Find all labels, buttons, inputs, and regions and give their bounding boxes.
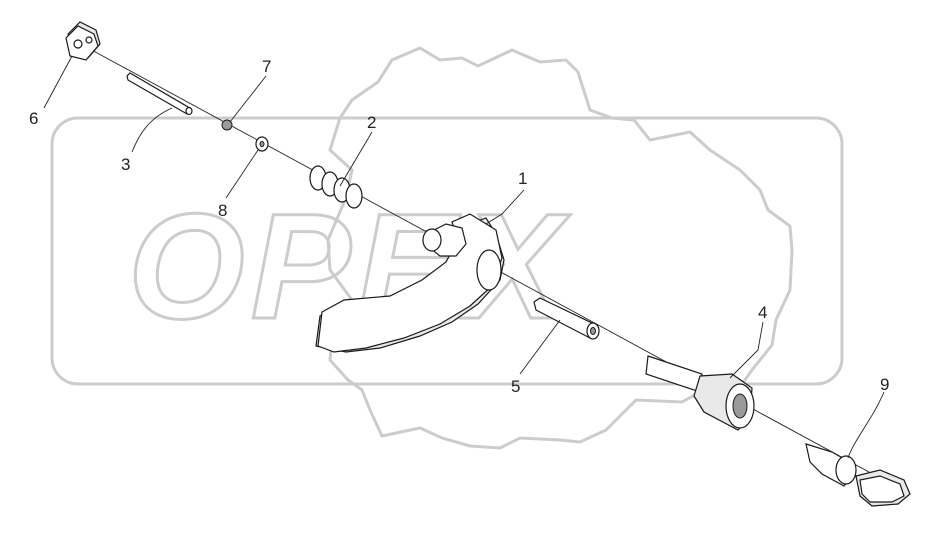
callout-7: 7 [262,57,271,76]
part-6-flange [65,21,101,61]
part-9-lock [805,443,911,507]
leader-lines [43,55,885,459]
callout-3: 3 [121,155,130,174]
callout-5: 5 [511,377,520,396]
callout-8: 8 [218,201,227,220]
leader-2 [339,131,373,187]
part-4-bushing [645,355,755,431]
leader-8 [225,149,259,199]
part-1-lever [315,213,505,353]
leader-3 [131,107,173,153]
part-3-pin [126,72,193,116]
callout-labels: 1 2 3 4 5 6 7 8 9 [29,57,889,396]
leader-6 [43,55,73,109]
callout-2: 2 [367,113,376,132]
leader-5 [519,319,561,375]
callout-9: 9 [880,375,889,394]
part-2-spring [309,165,363,209]
watermark-frame [50,116,844,386]
part-7-nut [221,119,233,131]
leader-7 [229,75,267,123]
callout-4: 4 [758,303,767,322]
leader-9 [847,391,885,459]
leader-1 [485,189,525,225]
leader-4 [729,321,764,379]
part-5-pin [533,297,600,340]
callout-1: 1 [518,169,527,188]
callout-6: 6 [29,109,38,128]
part-8-washer [255,136,269,152]
